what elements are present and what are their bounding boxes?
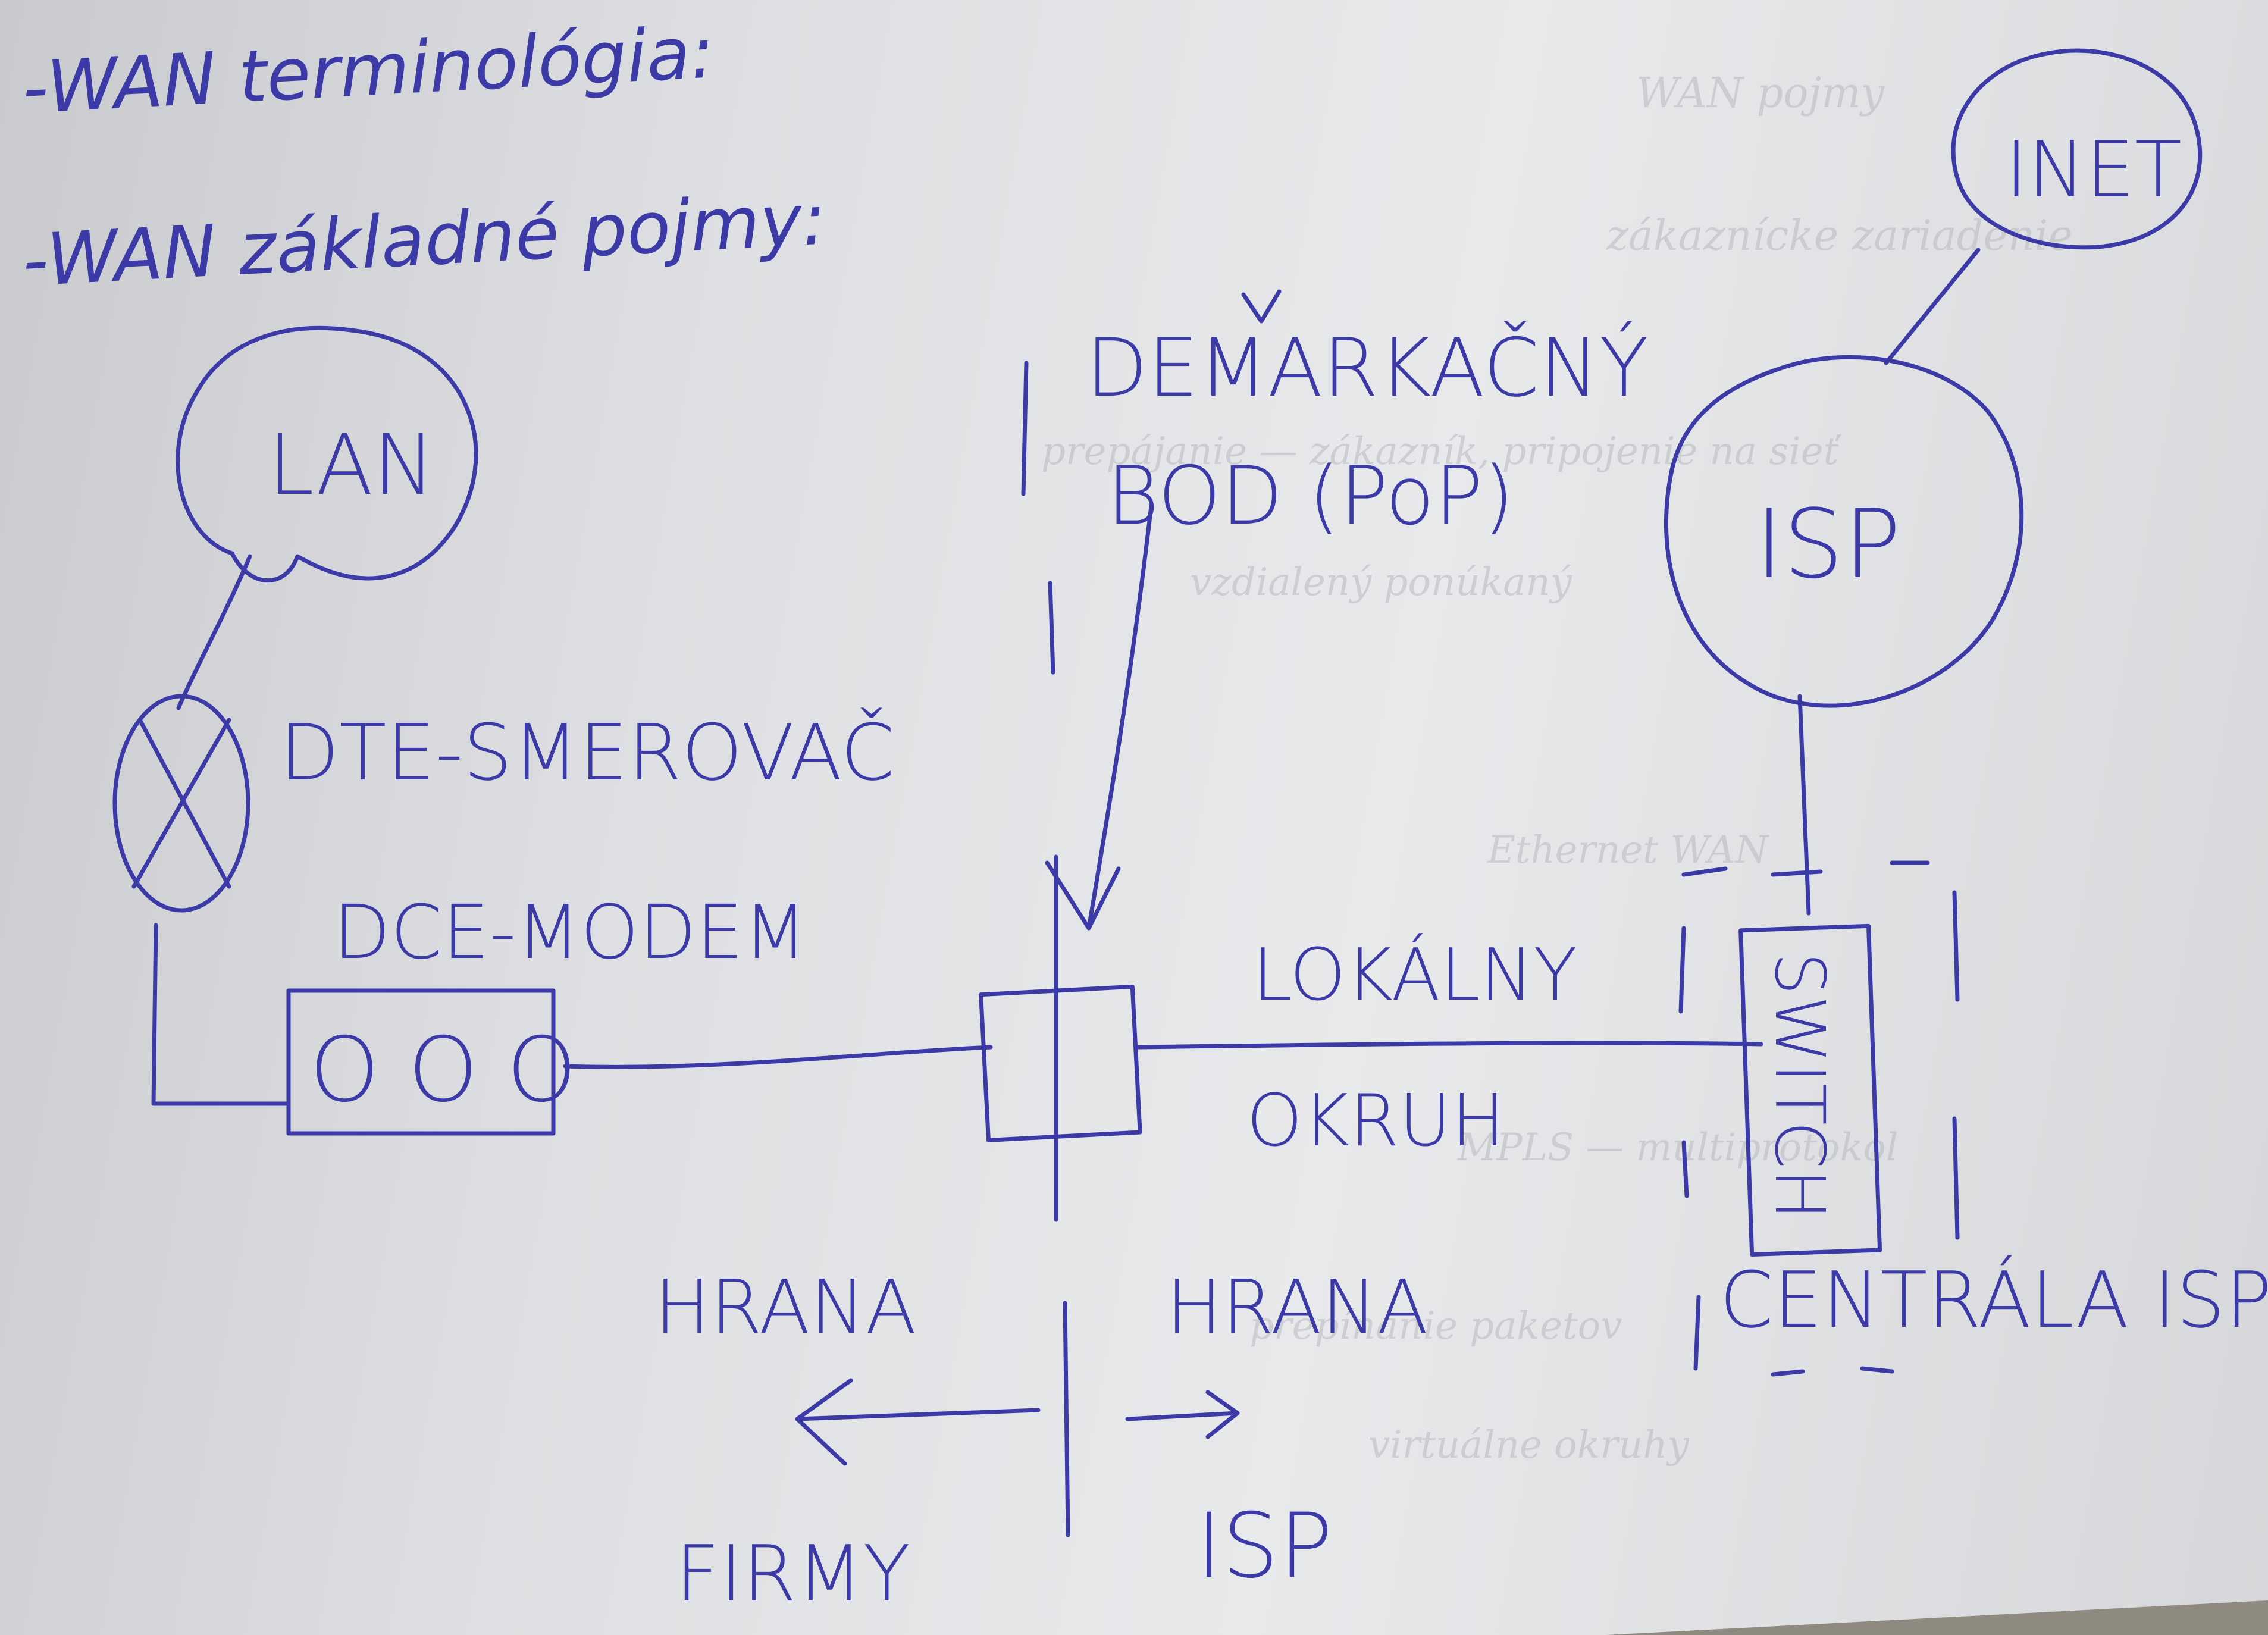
central-office-boundary bbox=[1678, 860, 1960, 1377]
svg-text:prepájanie — zákazník, pripoje: prepájanie — zákazník, pripojenie na sie… bbox=[1041, 430, 1842, 474]
dce-modem-label: DCE-MODEM bbox=[333, 889, 807, 976]
switch-label: SWITCH bbox=[1759, 952, 1839, 1220]
demarc-label-line1: DEMARKAČNÝ bbox=[1086, 321, 1649, 415]
inet-isp-link bbox=[1884, 248, 1981, 365]
central-office-label: CENTRÁLA ISP bbox=[1719, 1255, 2268, 1345]
desk-edge bbox=[1606, 1600, 2268, 1635]
edge-left-label: HRANA bbox=[654, 1264, 916, 1351]
isp-switch-link bbox=[1797, 694, 1811, 916]
local-loop-label-line2: OKRUH bbox=[1246, 1080, 1505, 1163]
heading-line-1: -WAN terminológia: bbox=[20, 11, 716, 130]
dte-router-label: DTE-SMEROVAČ bbox=[280, 707, 895, 798]
modem-box bbox=[286, 988, 556, 1136]
local-loop-label-line1: LOKÁLNY bbox=[1252, 934, 1577, 1017]
demarc-check-mark bbox=[1241, 289, 1282, 324]
switch-box bbox=[1738, 923, 1882, 1257]
demarc-label-line2: BOD (PoP) bbox=[1107, 449, 1514, 543]
isp-cloud-label: ISP bbox=[1755, 488, 1901, 600]
svg-text:virtuálne okruhy: virtuálne okruhy bbox=[1368, 1423, 1690, 1467]
isp-cloud-shape bbox=[1664, 355, 2024, 708]
demarc-box bbox=[979, 984, 1142, 1142]
lan-router-link bbox=[176, 554, 252, 710]
svg-text:vzdialený ponúkaný: vzdialený ponúkaný bbox=[1190, 560, 1572, 604]
svg-text:WAN pojmy: WAN pojmy bbox=[1636, 68, 1885, 117]
local-loop-line bbox=[1134, 1041, 1763, 1050]
bleed-through-text: WAN pojmy zákaznícke zariadenie prepájan… bbox=[1041, 68, 2073, 1467]
svg-text:MPLS — multiprotokol: MPLS — multiprotokol bbox=[1457, 1126, 1898, 1170]
router-modem-link bbox=[151, 923, 288, 1106]
edge-right-label: HRANA bbox=[1166, 1264, 1428, 1351]
demarcation-line bbox=[1021, 361, 1070, 1537]
heading-line-2: -WAN základné pojmy: bbox=[20, 178, 828, 303]
modem-demarc-link bbox=[563, 1045, 993, 1069]
router-icon bbox=[112, 694, 250, 913]
arrow-left bbox=[795, 1378, 1041, 1466]
svg-text:prepínanie paketov: prepínanie paketov bbox=[1249, 1304, 1622, 1348]
side-right-label: ISP bbox=[1196, 1495, 1333, 1598]
modem-leds: O O O bbox=[309, 1019, 577, 1122]
svg-text:zákaznícke zariadenie: zákaznícke zariadenie bbox=[1606, 211, 2073, 260]
inet-label: INET bbox=[2005, 124, 2182, 215]
svg-text:Ethernet WAN: Ethernet WAN bbox=[1487, 828, 1769, 872]
side-left-label: FIRMY bbox=[675, 1528, 910, 1619]
arrow-right bbox=[1125, 1390, 1240, 1439]
lan-cloud-shape bbox=[176, 325, 478, 583]
inet-cloud-shape bbox=[1951, 48, 2203, 250]
lan-label: LAN bbox=[268, 417, 436, 514]
demarc-pointer-arrow bbox=[1045, 503, 1154, 931]
